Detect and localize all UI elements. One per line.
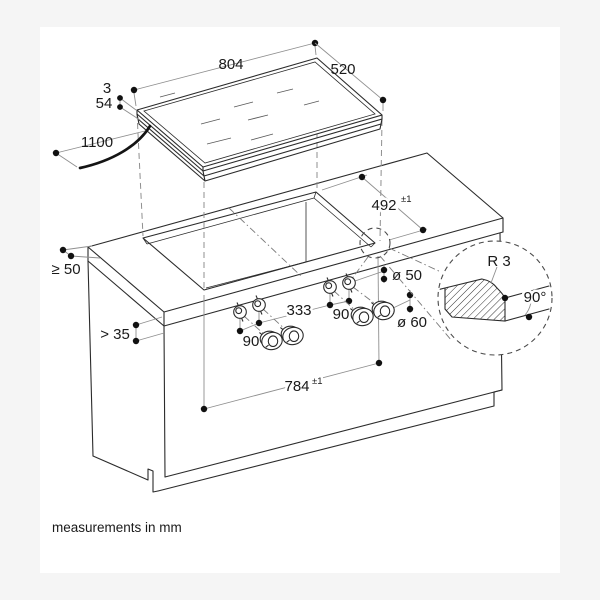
- dim-label-d60: ø 60: [397, 314, 427, 331]
- detail-content: [439, 266, 550, 322]
- radius-leader: [490, 266, 498, 284]
- dim-hole-diameter: ø 50: [354, 265, 422, 284]
- dim-label-ge50: ≥ 50: [51, 261, 80, 278]
- dimensions: 804 520 3 54 1100: [51, 39, 428, 413]
- detail-label-radius: R 3: [487, 253, 510, 270]
- dim-knob-spacing: 90 333 90: [236, 289, 353, 350]
- dim-cooktop-width: 804: [130, 39, 319, 107]
- detail-connector-lines: [379, 247, 453, 342]
- cabinet-front-left-edge: [163, 325, 166, 478]
- cutout-centerline: [228, 207, 302, 277]
- cooktop-glass-inner-edge: [143, 61, 376, 164]
- dim-label-d50: ø 50: [392, 267, 422, 284]
- control-elements: [233, 256, 397, 353]
- dim-label-1100: 1100: [81, 134, 113, 151]
- dim-label-gt35: > 35: [100, 326, 130, 343]
- dim-panel-thickness: > 35: [100, 316, 165, 345]
- dim-back-clearance: ≥ 50: [51, 245, 101, 278]
- dim-label-3: 3: [103, 80, 111, 97]
- dim-label-492-tol: ±1: [401, 194, 412, 205]
- dim-label-520: 520: [330, 61, 355, 78]
- dim-cutout-depth: 492 ±1: [321, 173, 428, 241]
- cabinet-plinth: [92, 455, 159, 493]
- dim-label-784: 784: [284, 378, 309, 395]
- dim-label-90-left: 90: [243, 333, 260, 350]
- cooktop: [78, 57, 383, 182]
- cooking-zone-marks: [159, 88, 320, 145]
- power-cable: [78, 124, 152, 170]
- cooktop-body: [137, 118, 382, 182]
- detail-marker-circle: [359, 227, 391, 259]
- footer-note: measurements in mm: [52, 520, 182, 535]
- cabinet-front-bottom-edge: [164, 389, 503, 478]
- cabinet-left-edge: [87, 260, 94, 457]
- cutout-inner-walls: [205, 202, 307, 289]
- dim-cooktop-heights: 3 54: [96, 80, 141, 121]
- angle-arc: [524, 290, 532, 316]
- dim-cooktop-depth: 520: [314, 42, 387, 111]
- cabinet: [87, 152, 504, 493]
- dim-label-90-right: 90: [333, 306, 350, 323]
- dim-label-492: 492: [371, 197, 396, 214]
- detail-view: R 3 90°: [359, 227, 553, 356]
- dim-label-784-tol: ±1: [312, 376, 323, 387]
- hole-knob-axes: [243, 286, 379, 337]
- dim-label-804: 804: [218, 56, 243, 73]
- dim-label-54: 54: [96, 95, 113, 112]
- dim-label-333: 333: [286, 302, 311, 319]
- detail-axis: [350, 256, 369, 281]
- detail-label-angle: 90°: [524, 289, 547, 306]
- dim-cable-length: 1100: [52, 130, 146, 168]
